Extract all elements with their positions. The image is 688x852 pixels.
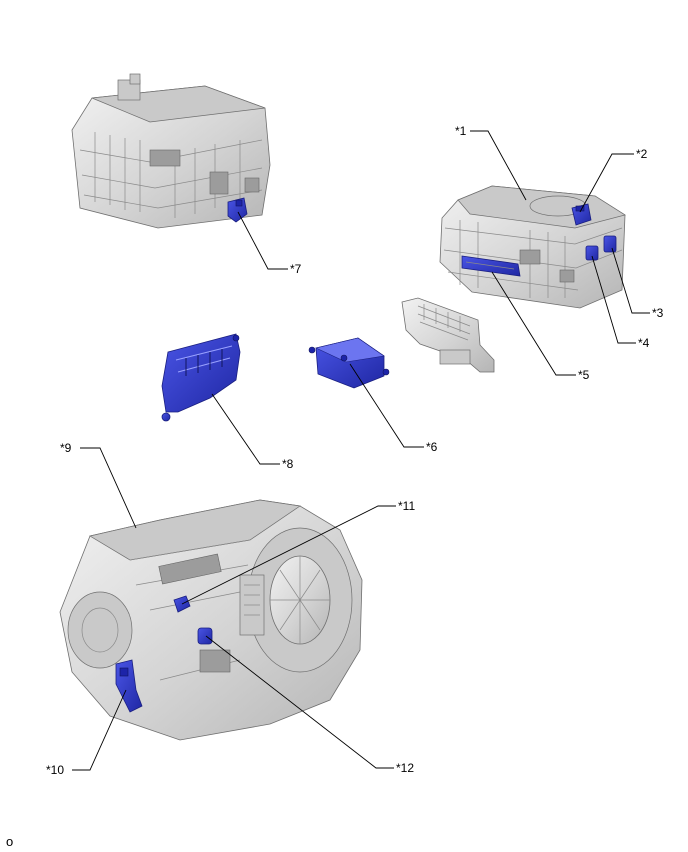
- blue-bracket-8: [161, 333, 241, 422]
- callout-12: *12: [396, 761, 414, 775]
- transaxle-assembly: [59, 499, 363, 741]
- callout-8: *8: [282, 457, 294, 471]
- callout-9: *9: [60, 441, 72, 455]
- leader-4: [591, 255, 636, 344]
- callout-2: *2: [636, 147, 648, 161]
- callout-4: *4: [638, 336, 650, 350]
- callout-labels: *1 *2 *3 *4 *5 *6 *7 *8 *9 *10 *11 *12: [46, 124, 664, 777]
- leader-6: [349, 363, 424, 448]
- leader-lines: [72, 130, 650, 771]
- connector-5: [461, 255, 521, 277]
- leader-2: [579, 153, 634, 213]
- leader-7: [237, 211, 288, 270]
- leader-3: [611, 247, 650, 314]
- callout-5: *5: [578, 368, 590, 382]
- connector-12: [197, 627, 213, 645]
- callout-11: *11: [398, 499, 415, 513]
- leader-12: [205, 635, 394, 769]
- callout-7: *7: [290, 262, 302, 276]
- callout-1: *1: [455, 124, 467, 138]
- connector-4: [585, 245, 599, 261]
- blue-cover-6: [308, 337, 390, 389]
- inverter-unit-upper-right: [439, 185, 626, 309]
- leader-10: [72, 689, 127, 771]
- grey-bracket-part: [401, 297, 495, 373]
- callout-10: *10: [46, 763, 64, 777]
- leader-5: [491, 271, 576, 376]
- leader-8: [211, 393, 280, 465]
- inverter-unit-upper-left: [71, 73, 271, 229]
- callout-6: *6: [426, 440, 438, 454]
- connector-3: [603, 235, 617, 253]
- leader-11: [181, 505, 396, 605]
- illustration-code: o: [6, 834, 14, 849]
- leader-9: [80, 447, 137, 529]
- leader-1: [470, 130, 527, 201]
- callout-3: *3: [652, 306, 664, 320]
